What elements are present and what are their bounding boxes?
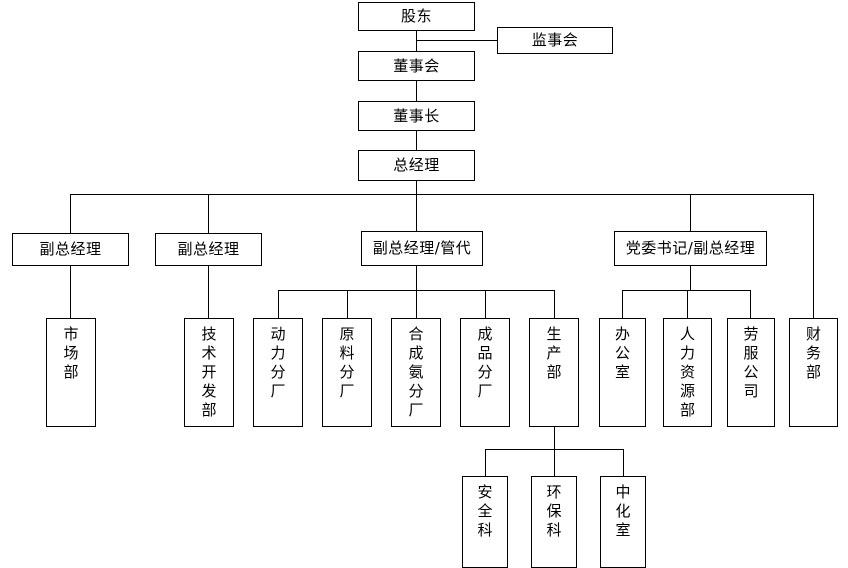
- node-shareholders-label: 股东: [400, 7, 432, 26]
- drop-to-safety-section: [485, 449, 486, 476]
- node-finance-dept[interactable]: 财务部: [789, 318, 838, 427]
- node-raw-material-branch-label: 原料分厂: [339, 325, 355, 401]
- node-deputy-gm-1[interactable]: 副总经理: [12, 233, 129, 266]
- node-hr-dept[interactable]: 人力资源部: [663, 318, 712, 427]
- node-deputy-gm-qms[interactable]: 副总经理/管代: [361, 231, 483, 266]
- node-deputy-gm-1-label: 副总经理: [39, 240, 102, 259]
- connector-shareholders-to-supervisory: [416, 40, 497, 41]
- node-supervisory-board[interactable]: 监事会: [497, 27, 613, 54]
- node-general-manager-label: 总经理: [393, 156, 440, 175]
- node-power-branch[interactable]: 动力分厂: [253, 318, 303, 427]
- node-shareholders[interactable]: 股东: [358, 2, 475, 31]
- drop-to-central-lab: [623, 449, 624, 476]
- drop-to-hr-dept: [687, 290, 688, 318]
- node-marketing-dept[interactable]: 市场部: [46, 318, 96, 427]
- node-synthetic-ammonia-branch-label: 合成氨分厂: [408, 325, 424, 420]
- node-chairman-label: 董事长: [393, 106, 440, 125]
- node-labor-service-company-label: 劳服公司: [743, 325, 759, 401]
- drop-to-party-secretary: [690, 194, 691, 233]
- node-office-label: 办公室: [615, 325, 631, 382]
- node-labor-service-company[interactable]: 劳服公司: [727, 318, 775, 427]
- node-finished-product-branch-label: 成品分厂: [477, 325, 493, 401]
- node-tech-development-dept[interactable]: 技术开发部: [184, 318, 234, 427]
- node-central-lab-label: 中化室: [615, 483, 631, 540]
- connector-gm-to-bus: [416, 180, 417, 194]
- connector-production-to-bus: [554, 427, 555, 449]
- node-supervisory-board-label: 监事会: [531, 31, 579, 50]
- node-deputy-gm-qms-label: 副总经理/管代: [372, 239, 472, 258]
- node-general-manager[interactable]: 总经理: [358, 150, 475, 181]
- node-board-of-directors[interactable]: 董事会: [358, 51, 475, 81]
- node-safety-section[interactable]: 安全科: [462, 476, 508, 568]
- drop-to-raw-material-branch: [347, 290, 348, 318]
- drop-to-labor-service: [750, 290, 751, 318]
- connector-board-to-chairman: [416, 80, 417, 101]
- drop-to-deputy-gm-qms: [416, 194, 417, 233]
- drop-to-finished-product-branch: [485, 290, 486, 318]
- drop-to-deputy-gm-2: [208, 194, 209, 233]
- connector-deputy1-to-marketing: [70, 265, 71, 318]
- drop-to-power-branch: [278, 290, 279, 318]
- connector-party-to-bus: [690, 265, 691, 290]
- connector-chairman-to-gm: [416, 130, 417, 150]
- connector-qms-to-bus: [416, 265, 417, 290]
- node-hr-dept-label: 人力资源部: [680, 325, 696, 420]
- node-environmental-section[interactable]: 环保科: [531, 476, 577, 568]
- node-party-secretary-deputy-gm[interactable]: 党委书记/副总经理: [614, 231, 767, 266]
- node-tech-development-dept-label: 技术开发部: [201, 325, 217, 420]
- node-environmental-section-label: 环保科: [546, 483, 562, 540]
- bus-executive-level: [70, 194, 814, 195]
- node-deputy-gm-2-label: 副总经理: [177, 240, 240, 259]
- node-board-of-directors-label: 董事会: [393, 56, 440, 75]
- node-safety-section-label: 安全科: [477, 483, 493, 540]
- node-central-lab[interactable]: 中化室: [600, 476, 646, 568]
- connector-deputy2-to-tech: [208, 265, 209, 318]
- drop-to-deputy-gm-1: [70, 194, 71, 233]
- node-raw-material-branch[interactable]: 原料分厂: [322, 318, 372, 427]
- node-marketing-dept-label: 市场部: [63, 325, 79, 382]
- drop-to-office: [622, 290, 623, 318]
- node-office[interactable]: 办公室: [599, 318, 646, 427]
- node-production-dept-label: 生产部: [546, 325, 562, 382]
- node-finished-product-branch[interactable]: 成品分厂: [460, 318, 510, 427]
- drop-to-synthetic-ammonia-branch: [416, 290, 417, 318]
- node-synthetic-ammonia-branch[interactable]: 合成氨分厂: [391, 318, 441, 427]
- node-power-branch-label: 动力分厂: [270, 325, 286, 401]
- bus-party-children: [622, 290, 750, 291]
- node-deputy-gm-2[interactable]: 副总经理: [155, 233, 262, 266]
- node-finance-dept-label: 财务部: [806, 325, 822, 382]
- node-party-secretary-deputy-gm-label: 党委书记/副总经理: [625, 239, 756, 258]
- drop-to-finance-dept: [813, 194, 814, 318]
- node-chairman[interactable]: 董事长: [358, 101, 475, 131]
- drop-to-environmental-section: [554, 449, 555, 476]
- node-production-dept[interactable]: 生产部: [529, 318, 579, 427]
- drop-to-production-dept: [554, 290, 555, 318]
